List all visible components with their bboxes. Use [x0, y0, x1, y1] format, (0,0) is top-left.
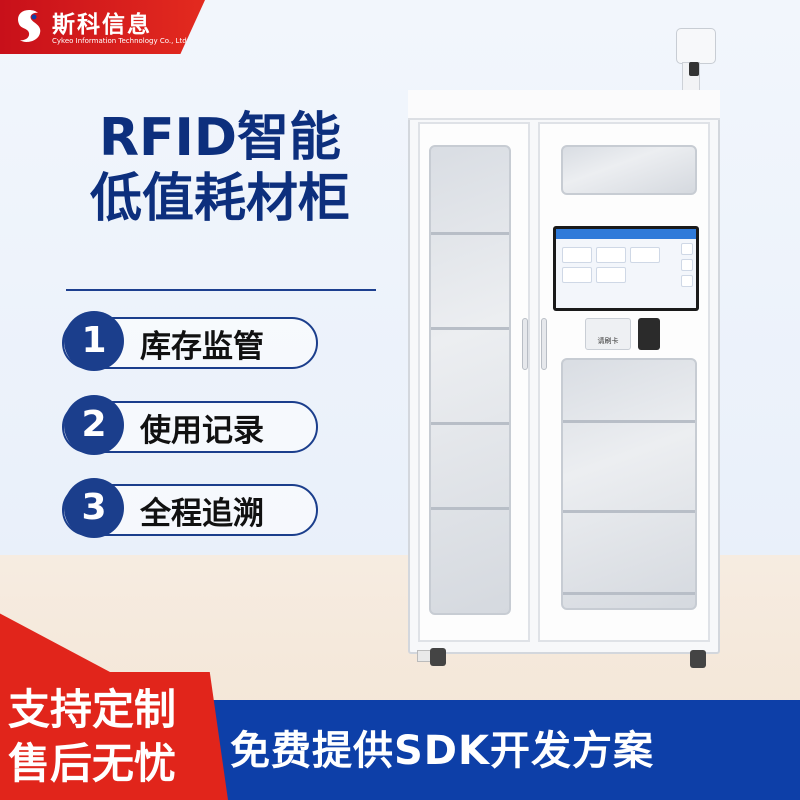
- shelf: [563, 510, 695, 513]
- promo-panel: [0, 672, 228, 800]
- shelf: [563, 592, 695, 595]
- brand-logo-icon: [18, 10, 41, 42]
- touchscreen-ui: [556, 229, 696, 308]
- title-divider: [66, 289, 376, 291]
- screen-header-bar: [556, 229, 696, 239]
- left-glass-panel: [429, 145, 511, 615]
- feature-item-1: 1 库存监管: [62, 311, 318, 371]
- feature-number-badge: 3: [64, 478, 124, 538]
- screen-tile: [596, 267, 626, 283]
- fingerprint-scanner: [638, 318, 660, 350]
- touchscreen-display: [553, 226, 699, 311]
- camera-icon: [676, 28, 716, 64]
- brand-name: 斯科信息: [52, 12, 152, 38]
- promo-line-1: 支持定制: [8, 685, 177, 734]
- screen-tile: [562, 267, 592, 283]
- shelf: [431, 327, 509, 330]
- shelf: [563, 420, 695, 423]
- caster-wheel: [690, 650, 706, 668]
- title-line-1: RFID智能: [98, 108, 342, 168]
- brand-subtitle: Cykeo Information Technology Co., Ltd.: [52, 37, 189, 45]
- product-title: RFID智能 低值耗材柜: [40, 108, 400, 230]
- left-door-handle: [522, 318, 528, 370]
- title-line-2: 低值耗材柜: [89, 169, 350, 229]
- screen-tile: [630, 247, 660, 263]
- rfid-card-reader: 请刷卡: [585, 318, 631, 350]
- camera-lens: [689, 62, 699, 76]
- feature-number-badge: 1: [64, 311, 124, 371]
- promo-line-2: 售后无忧: [8, 739, 177, 788]
- screen-side-button: [681, 275, 693, 287]
- feature-label: 使用记录: [140, 413, 264, 449]
- shelf: [431, 232, 509, 235]
- cabinet-top: [408, 90, 720, 120]
- lower-glass-panel: [561, 358, 697, 610]
- caster-wheel: [430, 648, 446, 666]
- screen-side-button: [681, 243, 693, 255]
- shelf: [431, 422, 509, 425]
- feature-item-3: 3 全程追溯: [62, 478, 318, 538]
- sdk-banner-text: 免费提供SDK开发方案: [230, 728, 655, 774]
- feature-label: 全程追溯: [140, 496, 264, 532]
- screen-tile: [596, 247, 626, 263]
- feature-item-2: 2 使用记录: [62, 395, 318, 455]
- brand-badge: 斯科信息 Cykeo Information Technology Co., L…: [0, 0, 205, 54]
- feature-number-badge: 2: [64, 395, 124, 455]
- card-reader-label: 请刷卡: [597, 337, 619, 345]
- feature-label: 库存监管: [140, 329, 264, 365]
- shelf: [431, 507, 509, 510]
- screen-side-button: [681, 259, 693, 271]
- upper-glass-window: [561, 145, 697, 195]
- right-door-handle: [541, 318, 547, 370]
- screen-tile: [562, 247, 592, 263]
